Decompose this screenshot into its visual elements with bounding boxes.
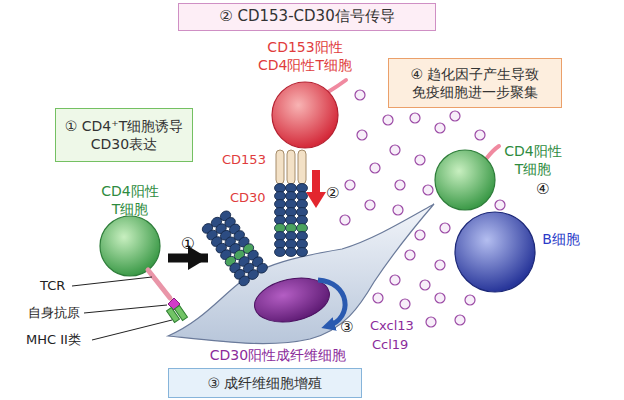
chemokine-dot <box>426 317 436 327</box>
step-banner: ④ 趋化因子产生导致 免疫细胞进一步聚集 <box>388 58 562 108</box>
cell-label: B细胞 <box>537 230 585 248</box>
t-cell: CD4阳性 T细胞 <box>92 182 168 278</box>
chemokine-dot <box>435 293 445 303</box>
chemokine-dot <box>357 130 367 140</box>
chemokine-dot <box>390 145 400 155</box>
tcr-stalk <box>148 270 170 298</box>
chemokine-dot <box>450 111 460 121</box>
leader-line <box>92 320 172 340</box>
molecule-label: CD30 <box>230 190 266 206</box>
leader-lines <box>72 277 172 340</box>
chemokine-label: Ccl19 <box>372 337 408 353</box>
cd30-receptor <box>275 184 308 257</box>
chemokine-dot <box>440 223 450 233</box>
chemokine-dot <box>340 215 350 225</box>
receptor-column <box>218 209 269 275</box>
part-label: 自身抗原 <box>28 305 80 321</box>
chemokine-dot <box>495 200 505 210</box>
receptor-column <box>209 215 260 281</box>
leader-line <box>72 277 152 286</box>
chemokine-dot <box>355 90 365 100</box>
cd30-receptor <box>200 209 269 288</box>
receptor-column <box>275 184 286 257</box>
cell-label: CD4阳性 T细胞 <box>493 142 573 178</box>
chemokine-dot <box>345 180 355 190</box>
t-cell: CD4阳性 T细胞 <box>435 140 575 212</box>
callout-number: ④ <box>536 180 549 198</box>
chemokine-dot <box>393 205 403 215</box>
chemokine-label: Cxcl13 <box>370 318 414 334</box>
chemokine-dot <box>435 260 445 270</box>
antigen-diamond <box>168 298 180 310</box>
chemokine-dot <box>423 185 433 195</box>
cell-tail <box>486 146 499 159</box>
receptor-column <box>286 184 297 257</box>
cell-label: CD153阳性 CD4阳性T细胞 <box>250 38 360 74</box>
cd153-ligand <box>276 150 306 184</box>
chemokine-dot <box>415 155 425 165</box>
banner-text: ① CD4⁺T细胞诱导 CD30表达 <box>56 109 192 161</box>
cell-outline <box>208 200 434 365</box>
banner-text: ④ 趋化因子产生导致 免疫细胞进一步聚集 <box>389 59 561 107</box>
chemokine-dot <box>410 113 420 123</box>
chemokine-dot <box>415 230 425 240</box>
part-label: MHC II类 <box>26 332 81 348</box>
cell-body <box>455 212 535 292</box>
cell-body <box>100 216 160 276</box>
receptor-column <box>200 222 251 288</box>
mhc-chain <box>175 306 188 321</box>
fibroblast-body <box>168 204 434 344</box>
chemokine-dot <box>420 280 430 290</box>
fibroblast-shape <box>168 204 434 344</box>
t-cell: CD153阳性 CD4阳性T细胞 <box>250 36 360 152</box>
step-banner: ② CD153-CD30信号传导 <box>178 3 436 31</box>
cell-label: CD4阳性 T细胞 <box>92 182 168 218</box>
mhc-chain <box>167 308 180 323</box>
chemokine-dot <box>390 275 400 285</box>
fibroblast: CD30阳性成纤维细胞 <box>208 200 434 365</box>
chemokine-dot <box>435 123 445 133</box>
step-banner: ③ 成纤维细胞增殖 <box>168 368 362 398</box>
receptor-column <box>297 184 308 257</box>
chemokine-dot <box>400 299 410 309</box>
leader-line <box>84 305 167 313</box>
banner-text: ③ 成纤维细胞增殖 <box>169 369 361 397</box>
cell-outline <box>455 208 585 294</box>
part-label: TCR <box>40 278 65 294</box>
callout-number: ② <box>326 184 339 202</box>
cell-body <box>272 82 338 148</box>
induction-arrow <box>168 254 208 263</box>
cell-label: CD30阳性成纤维细胞 <box>200 346 356 364</box>
chemokine-dot <box>475 130 485 140</box>
chemokine-dot <box>465 295 475 305</box>
chemokine-dot <box>370 163 380 173</box>
cell-tail <box>328 80 346 92</box>
chemokine-dot <box>383 115 393 125</box>
chemokine-dot <box>395 180 405 190</box>
chemokine-dot <box>405 250 415 260</box>
banner-text: ② CD153-CD30信号传导 <box>179 4 435 30</box>
step-banner: ① CD4⁺T细胞诱导 CD30表达 <box>55 108 193 162</box>
chemokine-dot <box>373 293 383 303</box>
proliferation-arrow <box>318 280 345 326</box>
nucleus <box>250 272 333 329</box>
chemokine-dot <box>365 200 375 210</box>
cd153-chain <box>287 150 295 184</box>
cd153-chain <box>298 150 306 184</box>
b-cell: B细胞 <box>455 208 585 294</box>
callout-number: ① <box>181 234 195 253</box>
chemokine-dots <box>340 90 505 327</box>
signal-arrow <box>306 170 326 208</box>
chemokine-dot <box>455 315 465 325</box>
cd153-chain <box>276 150 284 184</box>
cell-body <box>435 150 495 210</box>
molecule-label: CD153 <box>222 152 266 168</box>
